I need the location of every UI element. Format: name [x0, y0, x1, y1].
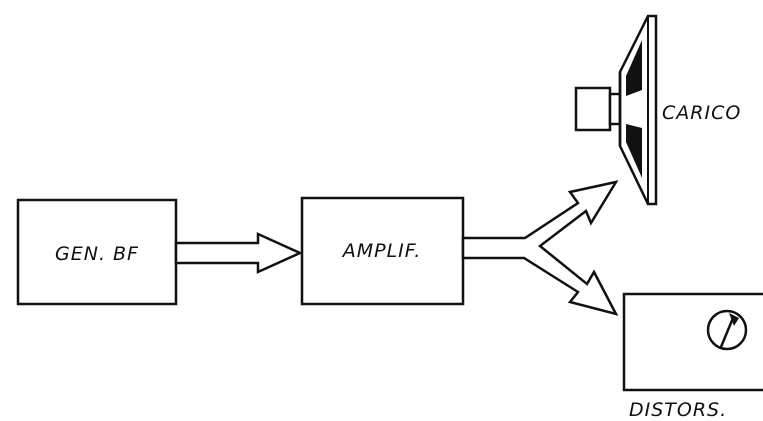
- speaker-cone-shade-top: [626, 40, 642, 96]
- generator-label: GEN. BF: [55, 243, 139, 265]
- amplifier-block: AMPLIF.: [300, 196, 465, 306]
- meter-needle: [719, 317, 735, 348]
- split-arrow: [461, 180, 619, 316]
- speaker-voice-coil: [608, 92, 622, 126]
- generator-box: [16, 198, 178, 306]
- speaker-icon: [574, 14, 658, 206]
- signal-arrow-generator-to-amplifier: [174, 232, 304, 274]
- meter-gauge-icon: [706, 309, 748, 351]
- distortion-meter-block: [622, 292, 763, 392]
- speaker-cone: [618, 14, 658, 206]
- distortion-meter-label: DISTORS.: [629, 399, 727, 421]
- speaker-magnet: [574, 86, 612, 132]
- amplifier-label: AMPLIF.: [341, 240, 422, 262]
- speaker-cone-shade-bottom: [626, 124, 642, 178]
- generator-block: GEN. BF: [16, 198, 178, 306]
- amplifier-box: [300, 196, 465, 306]
- meter-needle-tip: [729, 313, 739, 326]
- load-label: CARICO: [662, 102, 741, 124]
